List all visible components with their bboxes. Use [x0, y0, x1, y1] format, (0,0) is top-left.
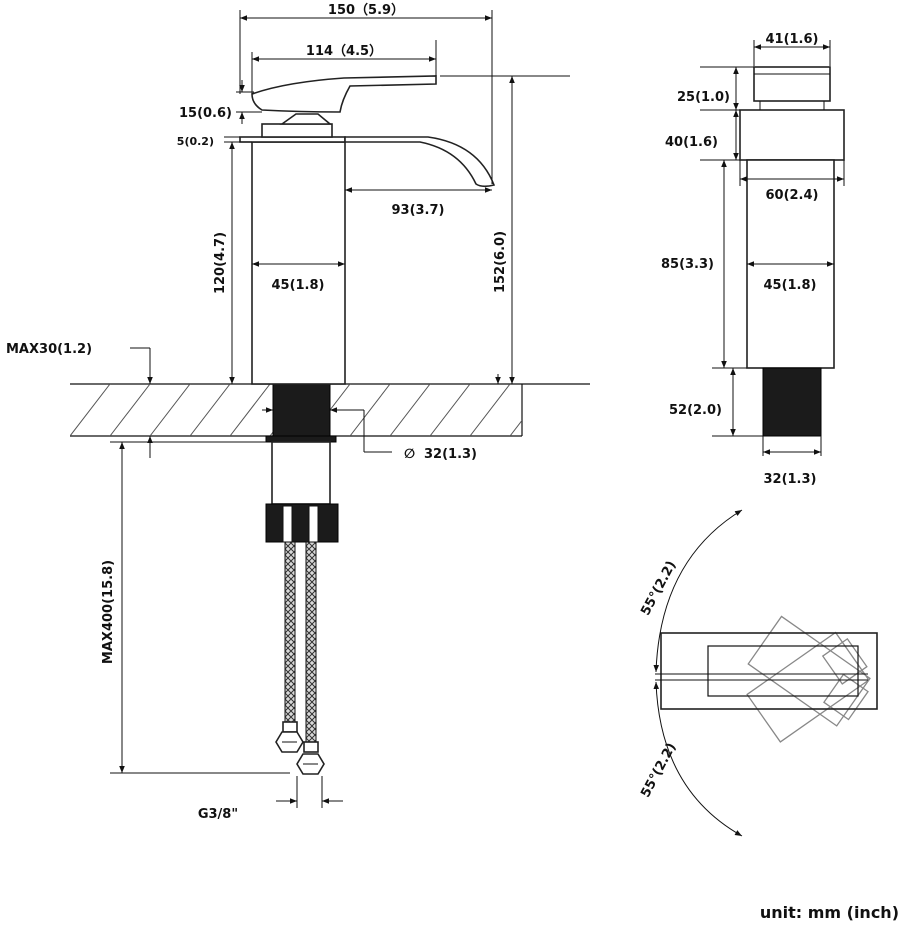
dim-side-base-width: 60(2.4)	[739, 160, 845, 203]
dim-side-cap-height: 25(1.0)	[677, 66, 754, 111]
dim-spout-reach: 93(3.7)	[345, 187, 492, 218]
dim-side-body-width-label: 45(1.8)	[763, 278, 816, 293]
dim-hole-diameter-symbol: ∅	[404, 447, 415, 462]
dim-total-length-label: 150（5.9）	[328, 2, 404, 18]
dim-max-hose: MAX400(15.8)	[101, 441, 290, 774]
faucet-body	[239, 75, 496, 385]
dim-side-base-height: 40(1.6)	[665, 110, 740, 161]
dim-side-handle-width: 41(1.6)	[753, 32, 831, 66]
dim-max-deck: MAX30(1.2)	[6, 342, 153, 458]
dim-total-height-label: 152(6.0)	[493, 231, 508, 293]
dim-total-length: 150（5.9）	[239, 2, 493, 184]
dim-body-height-label: 120(4.7)	[213, 232, 228, 294]
front-view: 150（5.9） 114（4.5） 15(0.6) 5(0.2) 120(4.7…	[6, 2, 590, 822]
dim-hole-diameter: ∅ 32(1.3)	[262, 407, 477, 462]
side-view: 41(1.6) 25(1.0) 40(1.6) 60(2.4) 85(3.3) …	[661, 32, 845, 487]
dim-side-body-height: 85(3.3)	[661, 160, 747, 369]
under-sink-connector	[265, 435, 339, 775]
dim-plate-thickness-label: 5(0.2)	[177, 135, 214, 148]
hot-hose	[284, 541, 296, 733]
dim-side-cap-height-label: 25(1.0)	[677, 90, 730, 105]
dim-total-height: 152(6.0)	[440, 75, 570, 384]
dim-hole-diameter-label: 32(1.3)	[424, 447, 477, 462]
dim-thread: G3/8"	[198, 776, 343, 822]
top-view: 55°(2.2) 55°(2.2)	[638, 509, 878, 837]
angle-lower-label: 55°(2.2)	[638, 741, 679, 801]
dim-side-shank-width: 32(1.3)	[762, 436, 822, 487]
dim-side-shank-height-label: 52(2.0)	[669, 403, 722, 418]
dim-side-shank-height: 52(2.0)	[669, 368, 763, 437]
dim-side-base-width-label: 60(2.4)	[765, 188, 818, 203]
dim-handle-height-label: 15(0.6)	[179, 106, 232, 121]
dim-max-deck-label: MAX30(1.2)	[6, 342, 92, 357]
dim-side-body-height-label: 85(3.3)	[661, 257, 714, 272]
dim-plate-thickness: 5(0.2)	[177, 135, 252, 148]
dim-max-hose-label: MAX400(15.8)	[101, 560, 116, 664]
dim-body-width-label: 45(1.8)	[271, 278, 324, 293]
unit-label: unit: mm (inch)	[759, 903, 899, 922]
dim-thread-label: G3/8"	[198, 807, 238, 822]
dim-side-shank-width-label: 32(1.3)	[763, 472, 816, 487]
dim-side-body-width: 45(1.8)	[747, 261, 834, 293]
dim-body-width: 45(1.8)	[252, 261, 345, 293]
dim-handle-height: 15(0.6)	[179, 80, 262, 124]
dim-side-handle-width-label: 41(1.6)	[765, 32, 818, 47]
cold-hose	[305, 541, 317, 753]
dim-side-base-height-label: 40(1.6)	[665, 135, 718, 150]
dim-handle-length-label: 114（4.5）	[306, 43, 382, 59]
dim-body-height: 120(4.7)	[213, 142, 235, 384]
dim-spout-reach-label: 93(3.7)	[391, 203, 444, 218]
dim-handle-length: 114（4.5）	[251, 40, 437, 94]
